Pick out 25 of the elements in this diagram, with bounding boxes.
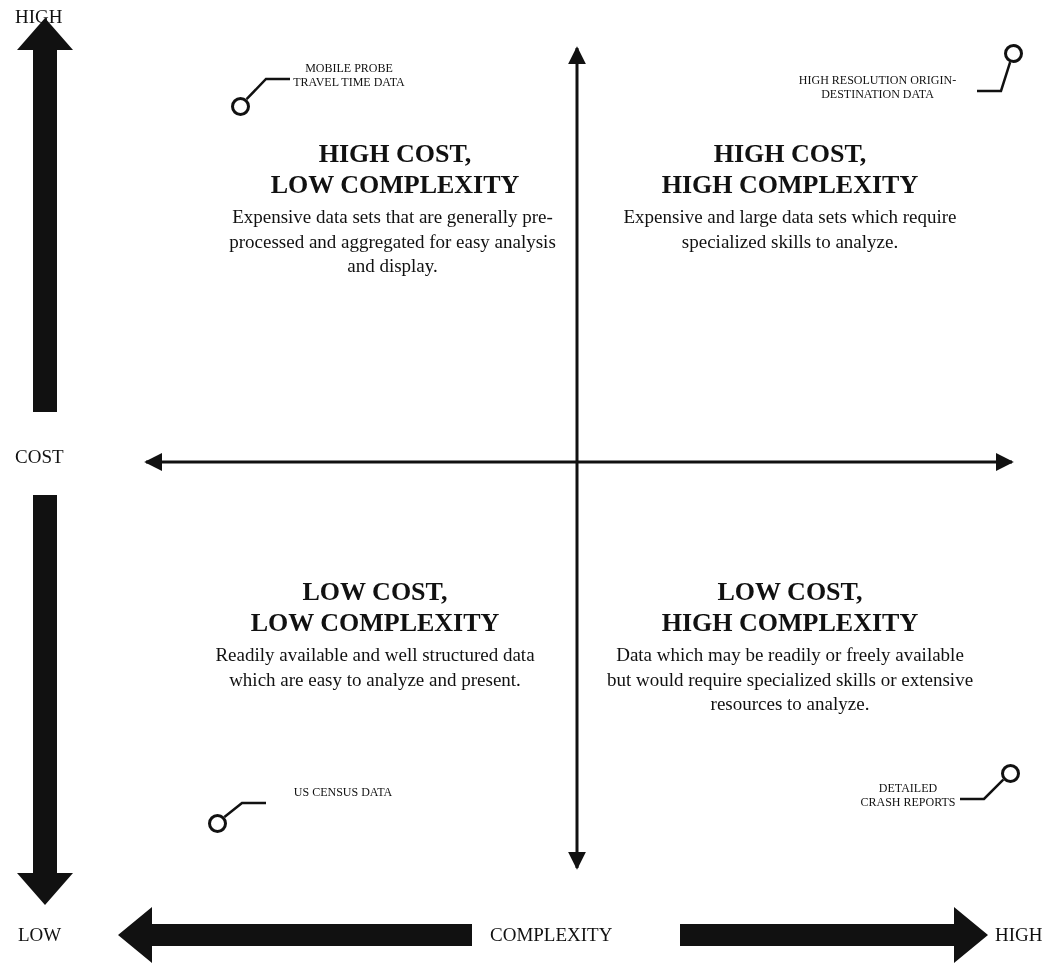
callout-label: MOBILE PROBE TRAVEL TIME DATA	[292, 62, 406, 90]
callout-label: HIGH RESOLUTION ORIGIN-DESTINATION DATA	[780, 74, 975, 102]
quadrant-description: Expensive data sets that are generally pre-processed and aggregated for easy analysis and display.	[228, 205, 557, 279]
quadrant-heading: HIGH COST, LOW COMPLEXITY	[269, 138, 521, 201]
leader-line	[223, 801, 266, 819]
marker-circle	[1000, 763, 1020, 783]
marker-circle	[1003, 43, 1023, 63]
quadrant-description: Readily available and well structured data which are easy to analyze and present.	[214, 643, 536, 692]
marker-circle	[230, 96, 250, 116]
axis-label: HIGH	[15, 6, 63, 28]
axis-label: COST	[15, 446, 64, 468]
marker-circle	[207, 813, 227, 833]
quadrant-description: Data which may be readily or freely available but would require specialized skills or extensive resources to analyze.	[605, 643, 975, 717]
axis-label: LOW	[18, 924, 62, 946]
leader-line	[245, 77, 290, 101]
callout-label: DETAILED CRASH REPORTS	[858, 782, 958, 810]
quadrant-description: Expensive and large data sets which require specialized skills to analyze.	[622, 205, 958, 254]
leader-line	[960, 778, 1005, 801]
leader-line	[977, 61, 1012, 93]
axis-label: COMPLEXITY	[490, 924, 613, 946]
quadrant-heading: LOW COST, LOW COMPLEXITY	[249, 576, 501, 639]
axis-label: HIGH	[995, 924, 1043, 946]
quadrant-heading: LOW COST, HIGH COMPLEXITY	[660, 576, 920, 639]
quadrant-heading: HIGH COST, HIGH COMPLEXITY	[660, 138, 920, 201]
callout-label: US CENSUS DATA	[268, 786, 418, 800]
